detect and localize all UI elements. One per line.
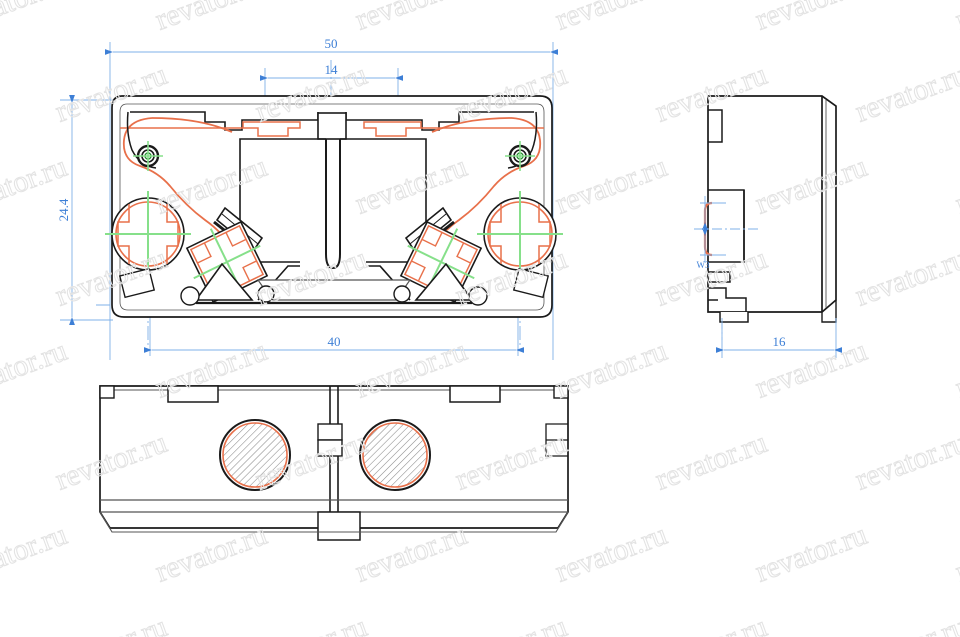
front-view-bottom-foot (317, 511, 361, 541)
top-view-center-aperture (317, 112, 347, 140)
side-view-base-plate (821, 300, 837, 323)
spring-wire-right-upper (431, 117, 513, 133)
side-view-foot-outline (719, 312, 749, 323)
corner-tab-left (118, 267, 156, 299)
front-view-latch-lower (317, 439, 343, 457)
pivot-screw-right (505, 141, 535, 171)
front-view-body (99, 385, 569, 529)
front-view-bottom-chamfer (99, 511, 569, 533)
bracket-right (414, 262, 474, 301)
front-view-corner-notch-left (99, 385, 115, 399)
top-view (105, 95, 563, 318)
boss-center-right (393, 285, 411, 303)
roller-square-left (185, 220, 269, 304)
lower-plate (256, 279, 412, 301)
dimension-label-width-overall: 50 (325, 36, 338, 51)
front-view-corner-notch-right (553, 385, 569, 399)
front-view-latch-upper (317, 423, 343, 441)
side-view-foot (708, 287, 747, 312)
dimension-labels: 50 14 24.4 40 W3 16 (56, 36, 786, 349)
side-view (703, 95, 837, 323)
front-view (99, 385, 569, 541)
dimension-label-width-mounting: 40 (328, 334, 341, 349)
dimension-label-height-overall: 24.4 (56, 198, 71, 221)
spring-wire-left-upper (151, 117, 233, 133)
dimension-label-depth-overall: 16 (773, 334, 787, 349)
front-view-top-tab-left (167, 385, 219, 403)
spring-wire-left (122, 117, 233, 249)
bracket-left (194, 262, 254, 301)
boss-left (180, 286, 200, 306)
front-view-right-steps (545, 423, 568, 457)
contact-strip-left (242, 121, 301, 137)
spring-wire-right (431, 117, 542, 249)
dimension-label-thickness-slot: W3 (697, 260, 710, 270)
front-view-top-tab-right (449, 385, 501, 403)
roller-large-left (105, 191, 191, 277)
boss-center-left (257, 285, 275, 303)
front-view-roller-left (219, 419, 291, 491)
dimension-group-top-view (60, 42, 558, 360)
contact-strip-right (363, 121, 422, 137)
dimension-label-width-inner: 14 (325, 62, 339, 77)
top-view-inner-wall (119, 103, 545, 311)
side-view-body (707, 95, 837, 313)
top-view-center-divider (325, 139, 341, 270)
corner-tab-right (512, 267, 550, 299)
pivot-screw-left (133, 141, 163, 171)
front-view-roller-right (359, 419, 431, 491)
boss-right (468, 286, 488, 306)
dimension-group-side-view (694, 196, 842, 358)
